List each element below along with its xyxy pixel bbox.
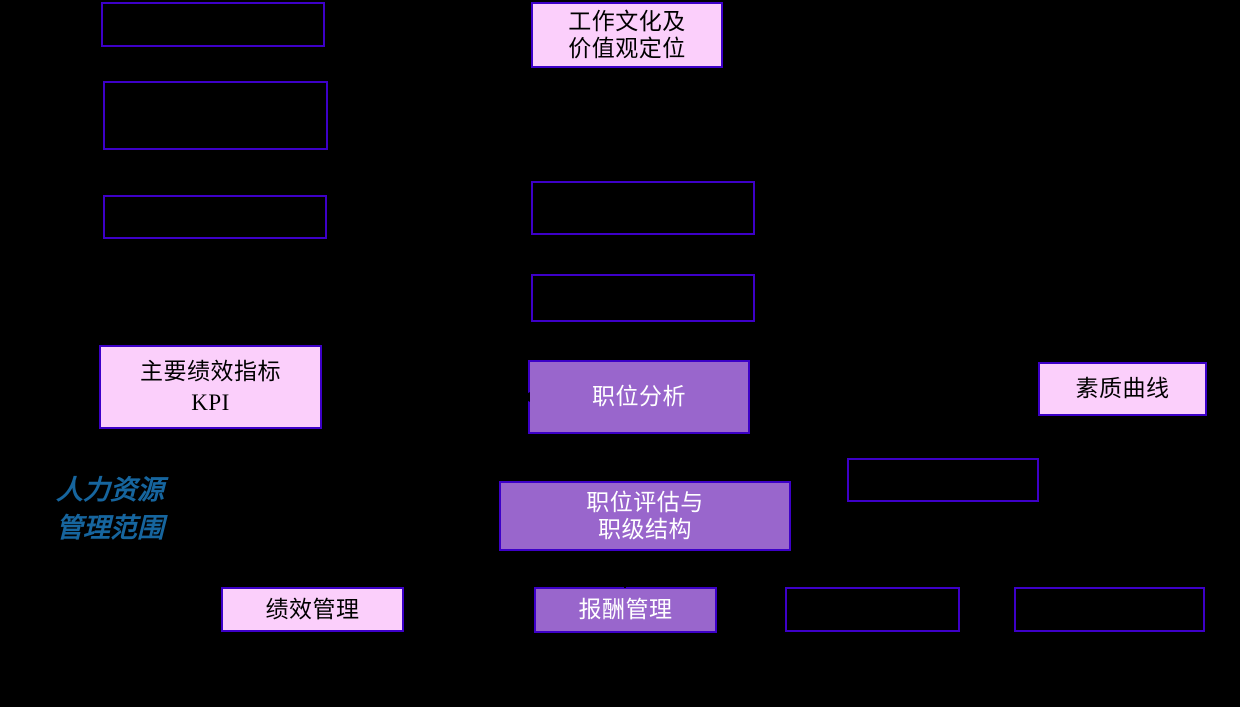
node-box-col3-b1[interactable] [785, 587, 960, 632]
hr-scope-caption: 人力资源 管理范围 [56, 475, 164, 544]
node-box-col3-b2[interactable] [1014, 587, 1205, 632]
node-box-col1-r3[interactable] [103, 195, 327, 239]
node-label: 主要绩效指标 KPI [140, 359, 281, 415]
node-label: 绩效管理 [265, 596, 360, 622]
node-box-col3-mid[interactable] [847, 458, 1039, 502]
node-box-competency-curve[interactable]: 素质曲线 [1038, 362, 1207, 416]
node-box-col2-r3[interactable] [531, 274, 755, 322]
node-box-col1-r1[interactable] [101, 2, 325, 47]
node-label: 职位分析 [592, 384, 686, 410]
node-label: 工作文化及 价值观定位 [568, 8, 686, 61]
node-box-col1-r2[interactable] [103, 81, 328, 150]
node-box-performance-management[interactable]: 绩效管理 [221, 587, 404, 632]
node-box-job-analysis[interactable]: 职位分析 [528, 360, 750, 434]
node-box-work-culture[interactable]: 工作文化及 价值观定位 [531, 2, 723, 68]
node-label: 报酬管理 [578, 597, 673, 623]
node-box-kpi[interactable]: 主要绩效指标 KPI [99, 345, 322, 429]
job-analysis-connector-arrow-icon [521, 392, 530, 402]
node-box-compensation-management[interactable]: 报酬管理 [534, 587, 717, 633]
compensation-top-connector-tick [624, 574, 626, 588]
node-label: 职位评估与 职级结构 [586, 489, 704, 542]
node-box-job-evaluation[interactable]: 职位评估与 职级结构 [499, 481, 791, 551]
node-label: 素质曲线 [1075, 376, 1170, 402]
node-box-col2-r2[interactable] [531, 181, 755, 235]
